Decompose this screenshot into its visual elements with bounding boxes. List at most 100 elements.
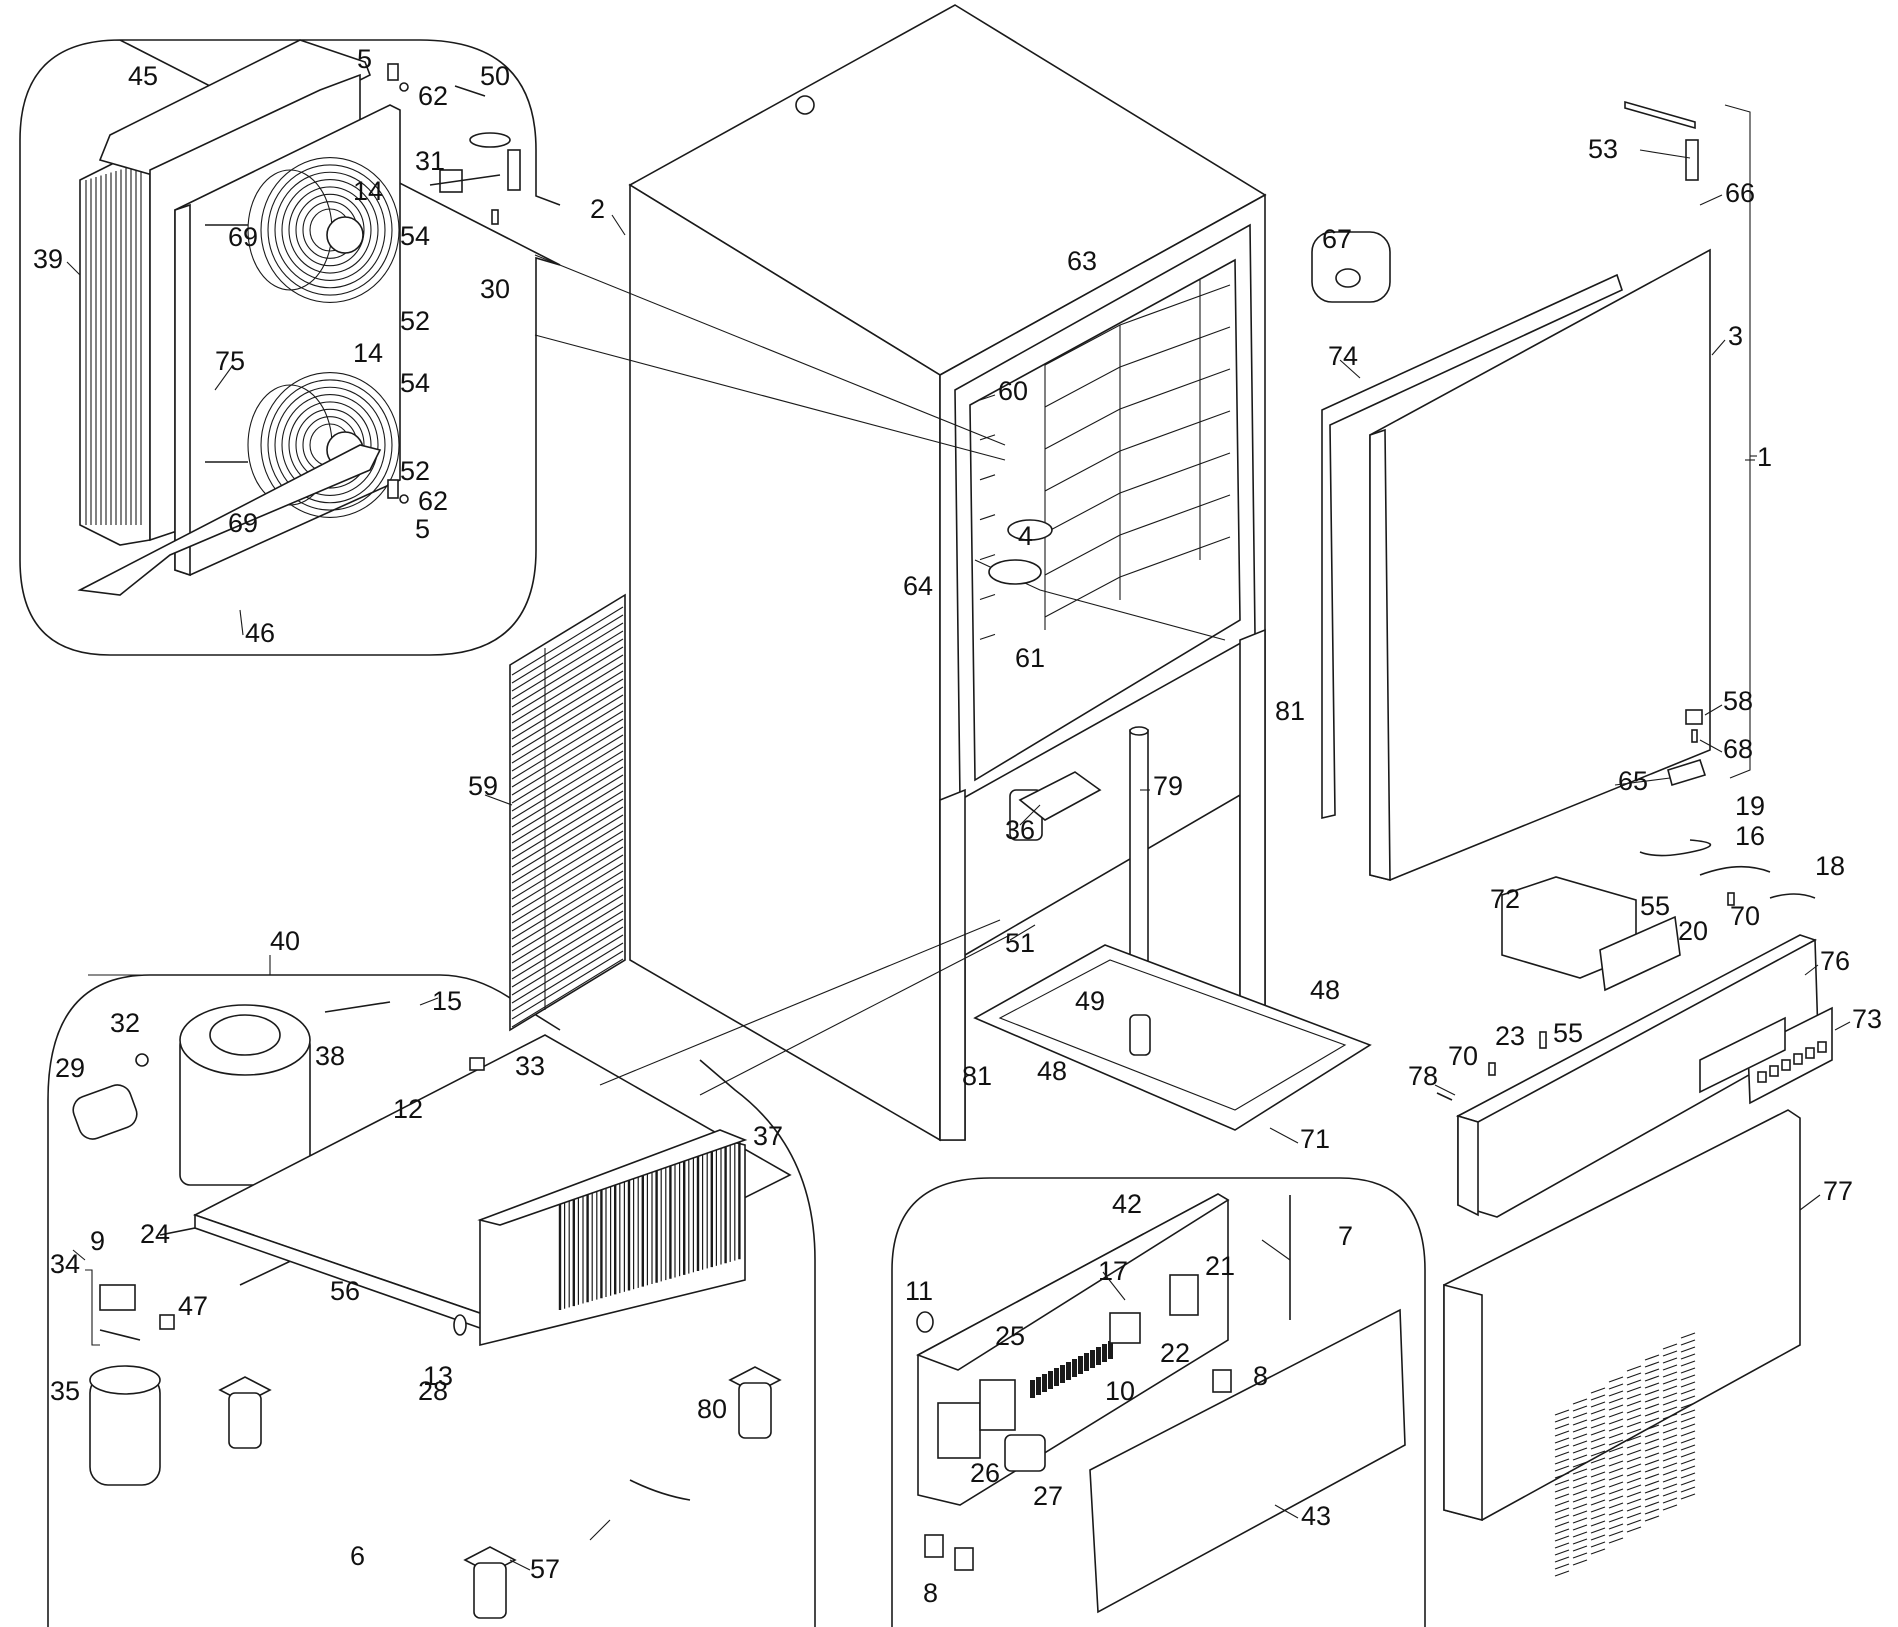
part-label-23: 23	[1495, 1021, 1525, 1051]
louvre-slot	[1626, 1414, 1642, 1421]
louvre-slot	[1590, 1443, 1606, 1450]
louvre-slot	[1626, 1386, 1642, 1393]
louvre-slot	[1662, 1357, 1678, 1364]
electrical-box-top-42	[916, 1193, 1230, 1371]
louvre-slot	[1680, 1353, 1696, 1360]
louvre-slot	[1662, 1392, 1678, 1399]
part-label-26: 26	[970, 1458, 1000, 1488]
part-label-73: 73	[1852, 1004, 1882, 1034]
louvre-slot	[1608, 1530, 1624, 1537]
terminal	[1084, 1353, 1089, 1371]
damper-body	[228, 1392, 262, 1449]
drain-cap-4	[1007, 519, 1053, 541]
louvre-slot	[1572, 1517, 1588, 1524]
louvre-slot	[1644, 1396, 1660, 1403]
label-leader-line	[1799, 1194, 1821, 1211]
louvre-slot	[1662, 1343, 1678, 1350]
louvre-slot	[1680, 1332, 1696, 1339]
part-label-40: 40	[270, 926, 300, 956]
relay-22	[1109, 1312, 1141, 1344]
nut-62-top	[399, 82, 409, 92]
louvre-slot	[1572, 1454, 1588, 1461]
control-panel-assembly	[1436, 839, 1833, 1218]
louvre-slot	[1662, 1364, 1678, 1371]
fan-guard-ring	[295, 193, 365, 267]
shelf-support-left	[979, 474, 996, 481]
grille-wire	[511, 654, 624, 724]
louvre-slot	[1554, 1465, 1570, 1472]
part-label-16: 16	[1735, 821, 1765, 851]
fan-guard-ring	[267, 379, 393, 511]
part-label-2: 2	[590, 194, 605, 224]
louvre-slot	[1662, 1441, 1678, 1448]
louvre-slot	[1590, 1387, 1606, 1394]
grille-wire	[511, 894, 624, 964]
grommet-11	[916, 1311, 934, 1333]
label-leader-line	[1804, 964, 1819, 976]
louvre-slot	[1590, 1527, 1606, 1534]
louvre-slot	[1662, 1497, 1678, 1504]
terminal-block-10	[1030, 1341, 1113, 1398]
louvre-slot	[1626, 1491, 1642, 1498]
louvre-slot	[1662, 1413, 1678, 1420]
louvre-slot	[1662, 1378, 1678, 1385]
louvre-slot	[1626, 1435, 1642, 1442]
louvre-slot	[1626, 1484, 1642, 1491]
louvre-slot	[1680, 1409, 1696, 1416]
louvre-slot	[1644, 1466, 1660, 1473]
louvre-slot	[1572, 1440, 1588, 1447]
part-label-63: 63	[1067, 246, 1097, 276]
grille-wire	[511, 622, 624, 692]
louvre-slot	[1590, 1499, 1606, 1506]
louvre-slot	[1590, 1408, 1606, 1415]
grille-wire	[511, 790, 624, 860]
grille-wire	[511, 766, 624, 836]
contactor-26	[937, 1402, 981, 1459]
part-label-8: 8	[1253, 1361, 1268, 1391]
louvre-slot	[1662, 1385, 1678, 1392]
fan-guard-ring	[281, 394, 379, 496]
louvre-slot	[1644, 1424, 1660, 1431]
door-assembly	[1321, 100, 1757, 882]
louvre-slot	[1680, 1416, 1696, 1423]
part-label-5: 5	[357, 44, 372, 74]
louvre-slot	[1662, 1476, 1678, 1483]
louvre-slot	[1608, 1397, 1624, 1404]
louvre-slot	[1572, 1545, 1588, 1552]
louvre-slot	[1554, 1444, 1570, 1451]
grille-wire	[511, 734, 624, 804]
louvre-slot	[1572, 1531, 1588, 1538]
leader-condensing-upper	[599, 919, 1001, 1086]
part-label-17: 17	[1098, 1256, 1128, 1286]
louvre-slot	[1680, 1374, 1696, 1381]
louvre-slot	[1608, 1418, 1624, 1425]
part-label-7: 7	[1338, 1221, 1353, 1251]
part-label-70: 70	[1730, 901, 1760, 931]
terminal	[1078, 1356, 1083, 1374]
louvre-slot	[1572, 1461, 1588, 1468]
lower-hinge-65	[1667, 759, 1707, 787]
louvre-slot	[1572, 1552, 1588, 1559]
part-label-72: 72	[1490, 884, 1520, 914]
terminal	[1036, 1377, 1041, 1395]
hinge-plate-53	[1624, 100, 1696, 130]
terminal	[1096, 1347, 1101, 1365]
louvre-slot	[1590, 1471, 1606, 1478]
louvre-slot	[1680, 1395, 1696, 1402]
label-leader-line	[1009, 924, 1036, 941]
louvre-slot	[1590, 1401, 1606, 1408]
evaporator-fan-upper	[247, 157, 400, 303]
terminal	[1042, 1374, 1047, 1392]
louvre-slot	[1662, 1504, 1678, 1511]
shelf-support-left	[979, 554, 996, 561]
louvre-slot	[1572, 1538, 1588, 1545]
part-label-1: 1	[1757, 442, 1772, 472]
louvre-slot	[1626, 1463, 1642, 1470]
grille-wire	[511, 942, 624, 1012]
louvre-slot	[1590, 1513, 1606, 1520]
part-label-71: 71	[1300, 1124, 1330, 1154]
louvre-slot	[1644, 1515, 1660, 1522]
breaker-25	[979, 1379, 1016, 1431]
grille-wire	[511, 678, 624, 748]
